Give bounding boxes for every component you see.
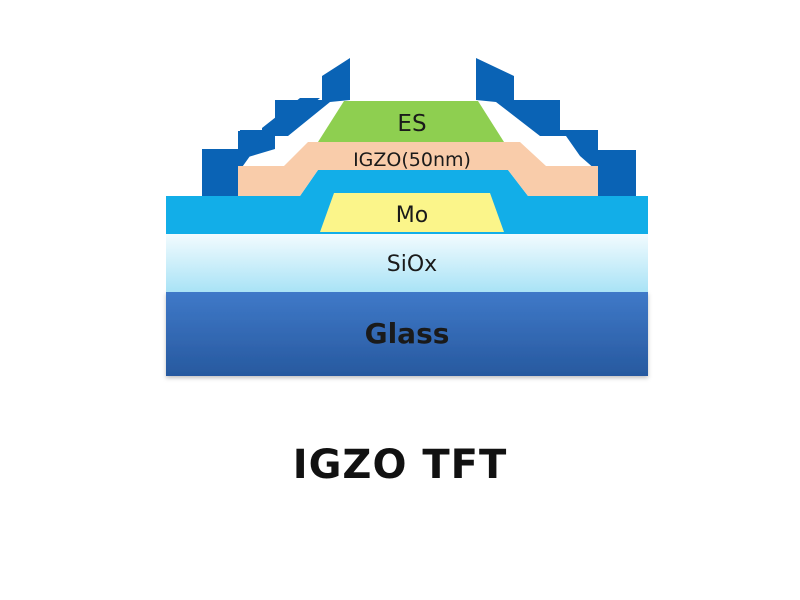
siox-layer [166,234,648,292]
glass-label: Glass [365,317,450,350]
mo-gate-layer [320,193,504,232]
siox-label: SiOx [387,252,437,277]
es-label: ES [397,111,426,137]
es-layer [318,101,504,142]
mo-label: Mo [396,203,428,228]
drain-electrode-steps [476,58,636,196]
igzo-layer [238,142,598,196]
glass-layer [166,292,648,376]
source-electrode-steps [202,58,350,196]
diagram-caption: IGZO TFT [292,442,508,488]
igzo-label: IGZO(50nm) [353,149,471,171]
